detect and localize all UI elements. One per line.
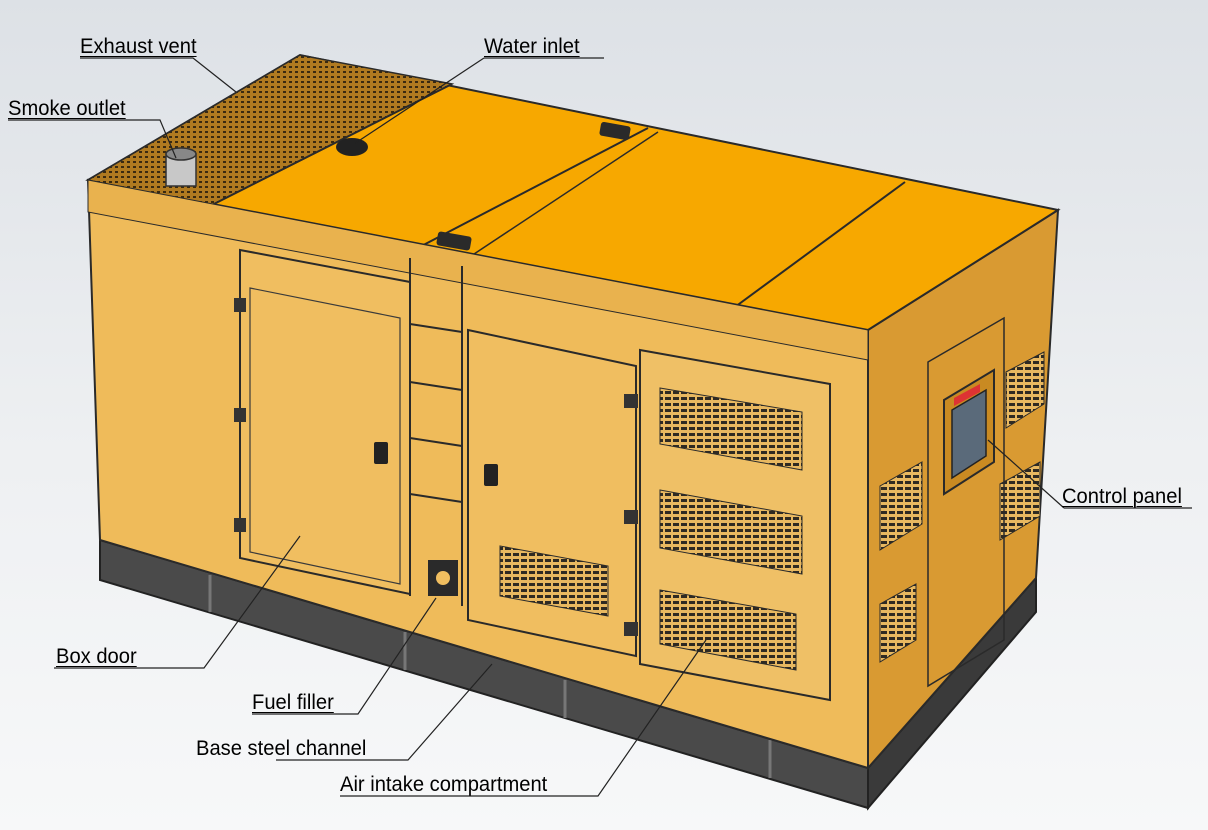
ladder	[409, 258, 463, 606]
front-top-band	[87, 179, 869, 361]
fuel-filler-label: Fuel filler	[252, 691, 334, 714]
base-steel-channel-label: Base steel channel	[196, 737, 367, 760]
door-louver	[499, 545, 609, 617]
smoke-outlet	[165, 147, 197, 187]
water-inlet-label: Water inlet	[484, 35, 580, 58]
control-panel-label: Control panel	[1062, 485, 1182, 508]
water-inlet-cap	[336, 138, 368, 156]
exhaust-vent-label: Exhaust vent	[80, 35, 197, 58]
second-door	[467, 328, 638, 658]
box-door	[234, 248, 411, 596]
air-intake-compartment	[639, 348, 831, 702]
control-panel	[927, 316, 1005, 688]
side-vents	[879, 351, 1045, 663]
fuel-filler	[428, 560, 458, 596]
air-intake-compartment-label: Air intake compartment	[340, 773, 548, 796]
smoke-outlet-label: Smoke outlet	[8, 97, 126, 120]
leader-lines	[8, 57, 1192, 797]
box-door-label: Box door	[56, 645, 137, 668]
